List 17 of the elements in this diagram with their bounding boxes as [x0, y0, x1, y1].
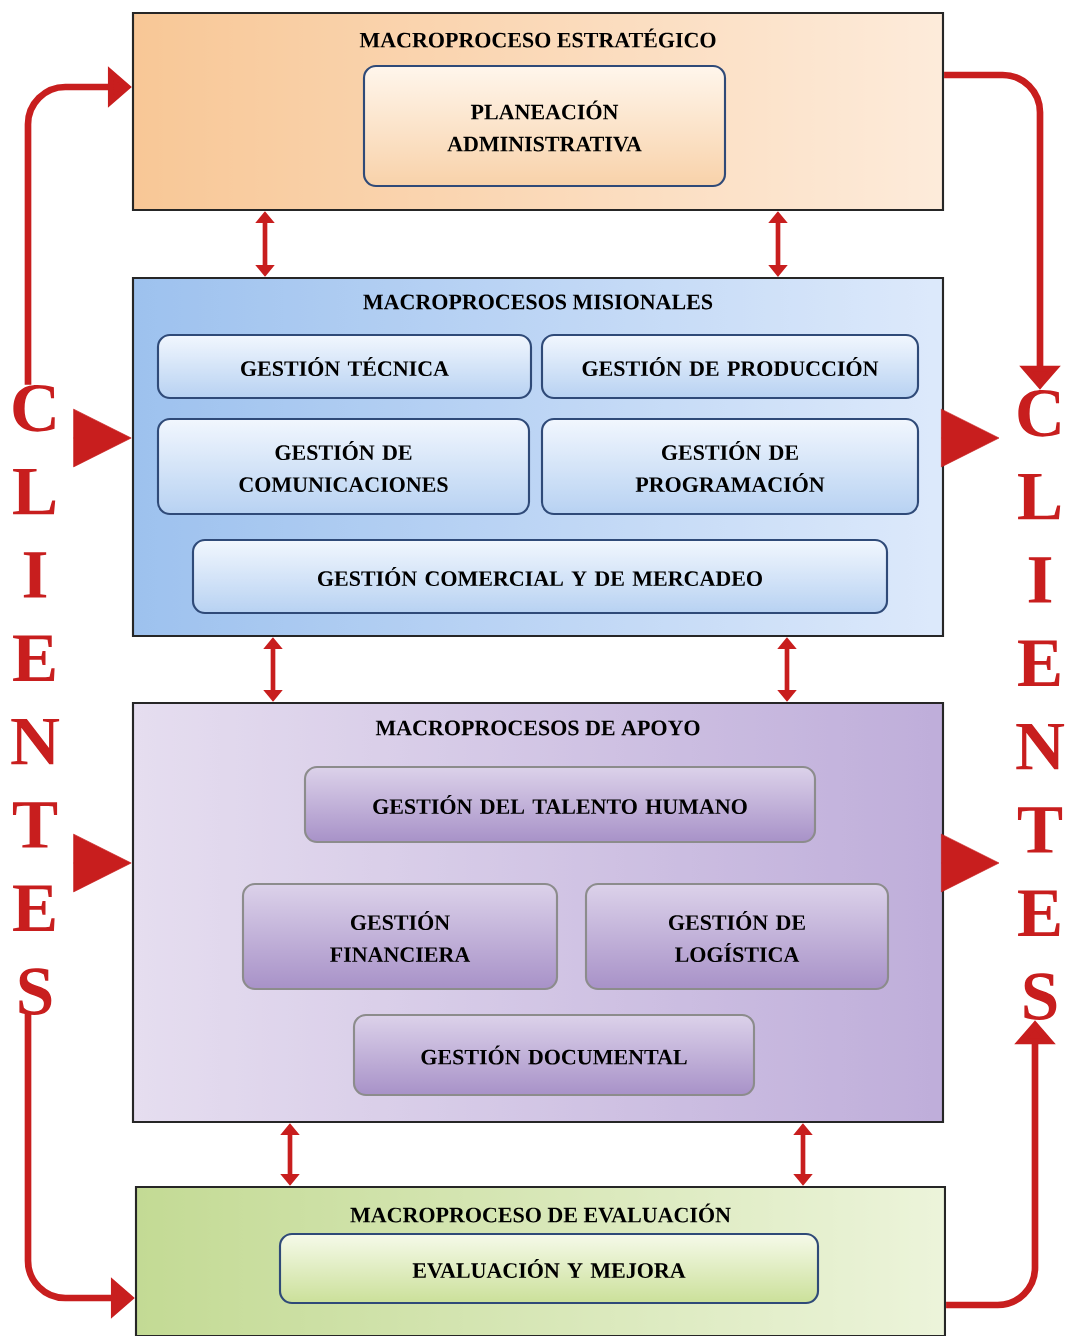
process-box: GESTIÓN DE PROGRAMACIÓN [540, 417, 920, 516]
process-box: GESTIÓN FINANCIERA [241, 882, 559, 991]
vertical-label: CLIENTES [1016, 390, 1065, 1020]
process-box: GESTIÓN DOCUMENTAL [352, 1013, 756, 1097]
process-box: GESTIÓN TÉCNICA [156, 333, 533, 400]
process-box: GESTIÓN DE PRODUCCIÓN [540, 333, 920, 400]
process-box: EVALUACIÓN Y MEJORA [278, 1232, 820, 1305]
process-box: GESTIÓN DE COMUNICACIONES [156, 417, 531, 516]
pointer-arrow [73, 408, 132, 468]
process-box: GESTIÓN COMERCIAL Y DE MERCADEO [191, 538, 889, 615]
vertical-label: CLIENTES [11, 385, 60, 1015]
process-box: GESTIÓN DEL TALENTO HUMANO [303, 765, 817, 844]
pointer-arrow [940, 833, 1000, 893]
process-box: GESTIÓN DE LOGÍSTICA [584, 882, 890, 991]
pointer-arrow [73, 833, 132, 893]
pointer-arrow [940, 408, 1000, 468]
process-box: PLANEACIÓN ADMINISTRATIVA [362, 64, 727, 188]
